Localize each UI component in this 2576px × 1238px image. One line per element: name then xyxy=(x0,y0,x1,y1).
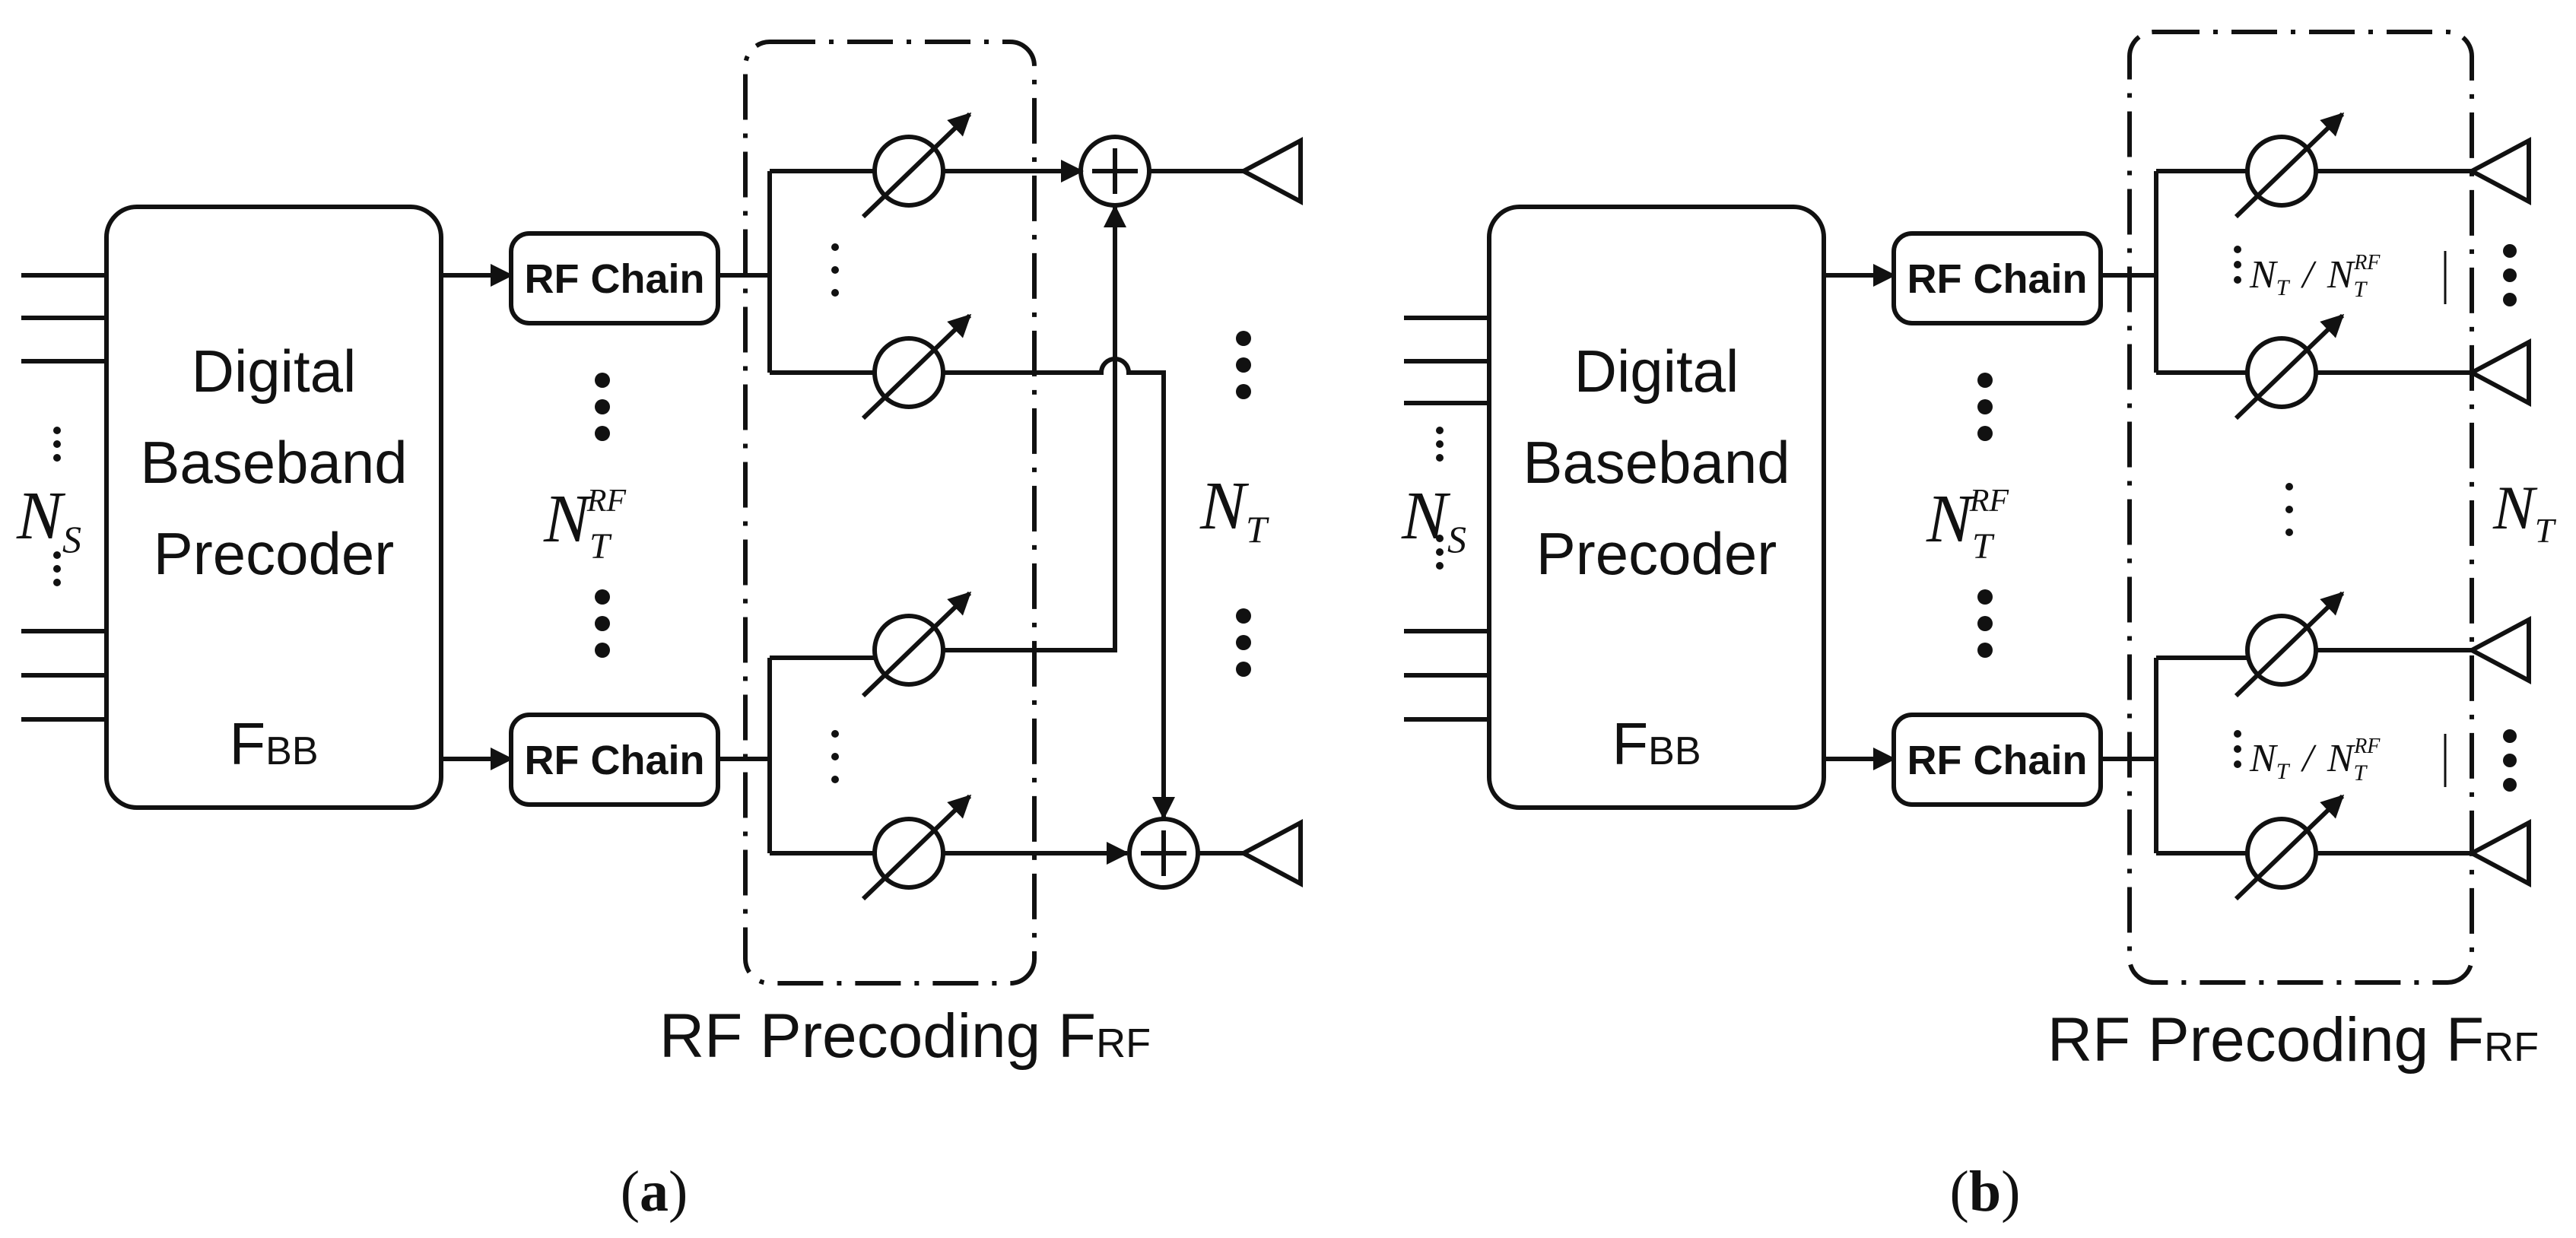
input-streams-b xyxy=(1404,316,1489,722)
phase-shifter-a-3 xyxy=(861,591,972,698)
fbb-label-a: FBB xyxy=(229,710,318,777)
subarray-ratio-b-top: NT/NTRF xyxy=(2249,251,2381,302)
rf-chain-label-a-top: RF Chain xyxy=(525,256,705,302)
panel-a xyxy=(21,40,1303,986)
shifter-dots-a xyxy=(831,243,839,783)
antennas-count-b: NT xyxy=(2492,473,2557,550)
antenna-a-bottom xyxy=(1238,819,1303,887)
phase-shifter-b-3 xyxy=(2234,591,2345,698)
baseband-line2-a: Baseband xyxy=(140,429,407,496)
rf-chain-label-b-bottom: RF Chain xyxy=(1907,738,2088,783)
baseband-line1-a: Digital xyxy=(192,338,357,405)
input-dots-b xyxy=(1436,427,1444,570)
rf-chain-label-b-top: RF Chain xyxy=(1907,256,2088,302)
antenna-b-3 xyxy=(2466,616,2531,684)
antenna-b-2 xyxy=(2466,338,2531,407)
phase-shifter-b-1 xyxy=(2234,112,2345,219)
baseband-precoder-box-b xyxy=(1487,205,1826,810)
caption-a: (a) xyxy=(621,1160,688,1224)
subarray-dots-b xyxy=(2234,244,2517,792)
antenna-b-4 xyxy=(2466,819,2531,887)
phase-shifter-b-4 xyxy=(2234,794,2345,901)
rf-chain-box-a-top xyxy=(509,231,720,325)
phase-shifter-b-2 xyxy=(2234,313,2345,421)
caption-b: (b) xyxy=(1950,1160,2021,1224)
rf-chains-count-b: NTRF xyxy=(1926,481,2009,567)
baseband-line3-b: Precoder xyxy=(1536,520,1777,587)
rf-precoding-label-b: RF Precoding FRF xyxy=(2047,1005,2539,1075)
panel-b-text: Digital Baseband Precoder FBB RF Chain R… xyxy=(1401,251,2557,1224)
baseband-line1-b: Digital xyxy=(1574,338,1739,405)
antennas-count-a: NT xyxy=(1199,468,1269,551)
rf-precoding-label-a: RF Precoding FRF xyxy=(659,1002,1151,1071)
antenna-a-top xyxy=(1238,137,1303,205)
rf-precoding-region-a xyxy=(743,40,1037,986)
phase-shifter-a-2 xyxy=(861,313,972,421)
phase-shifter-a-4 xyxy=(861,794,972,901)
input-streams-label-b: NS xyxy=(1401,478,1466,560)
antenna-b-1 xyxy=(2466,137,2531,205)
rf-precoding-region-b xyxy=(2127,30,2474,985)
antenna-dots-a xyxy=(1236,331,1251,677)
phase-shifter-a-1 xyxy=(861,112,972,219)
baseband-precoder-box-a xyxy=(104,205,443,810)
combiner-a-top xyxy=(1078,135,1151,208)
subarray-ratio-b-bottom: NT/NTRF xyxy=(2249,735,2381,786)
panel-b xyxy=(1404,30,2531,985)
rf-chain-dots-a xyxy=(595,373,610,658)
input-streams-label-a: NS xyxy=(16,478,81,560)
panel-a-text: Digital Baseband Precoder FBB RF Chain R… xyxy=(16,256,1269,1224)
input-dots-a xyxy=(53,427,61,586)
rf-chains-count-a: NTRF xyxy=(543,481,626,567)
combiner-a-bottom xyxy=(1127,817,1200,890)
baseband-line2-b: Baseband xyxy=(1523,429,1790,496)
rf-chain-dots-b xyxy=(1977,373,1993,658)
fbb-label-b: FBB xyxy=(1612,710,1701,777)
input-streams-a xyxy=(21,273,106,722)
baseband-line3-a: Precoder xyxy=(154,520,395,587)
rf-chain-box-b-top xyxy=(1892,231,2103,325)
rf-chain-label-a-bottom: RF Chain xyxy=(525,738,705,783)
